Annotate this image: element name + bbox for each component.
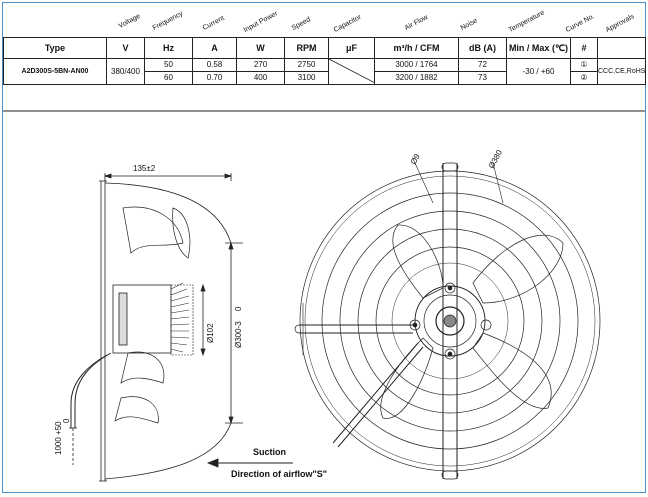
capacitor-cell (328, 58, 375, 85)
dim-guard: Ø380 (487, 148, 504, 170)
front-view (294, 162, 601, 480)
airflow-direction-label: Direction of airflow"S" (231, 469, 327, 479)
table-row: A2D300S-5BN-AN00 380/400 50 0.58 270 275… (3, 58, 646, 85)
row-airflow: 3200 / 1882 (374, 71, 459, 85)
dim-cable: 1000 +50 (54, 421, 63, 455)
fan-drawing: 135±2 Ø102 Ø300-3 0 1000 +50 0 Suction D… (3, 110, 645, 482)
dim-hole: Ø9 (409, 152, 422, 166)
capacitor-slash (329, 59, 374, 83)
model-type: A2D300S-5BN-AN00 (3, 58, 107, 85)
dim-cable-zero: 0 (62, 418, 71, 423)
model-temperature: -30 / +60 (506, 58, 571, 85)
dim-depth: 135±2 (133, 164, 156, 173)
dim-outer: Ø300-3 (234, 321, 243, 348)
units-row: Type V Hz A W RPM μF m³/h / CFM dB (A) M… (3, 37, 646, 59)
row-power: 400 (236, 71, 285, 85)
suction-label: Suction (253, 447, 286, 457)
row-noise: 73 (458, 71, 507, 85)
side-view (69, 173, 293, 482)
motor-fins (170, 282, 194, 356)
table-row: 60 0.70 400 3100 3200 / 1882 73 ② (4, 71, 646, 85)
spec-table: Type V Hz A W RPM μF m³/h / CFM dB (A) M… (3, 37, 646, 85)
model-approvals: CCC,CE,RoHS (597, 58, 646, 85)
dim-zero: 0 (234, 306, 243, 311)
row-curve: ② (570, 71, 598, 85)
dim-hub: Ø102 (206, 323, 215, 343)
